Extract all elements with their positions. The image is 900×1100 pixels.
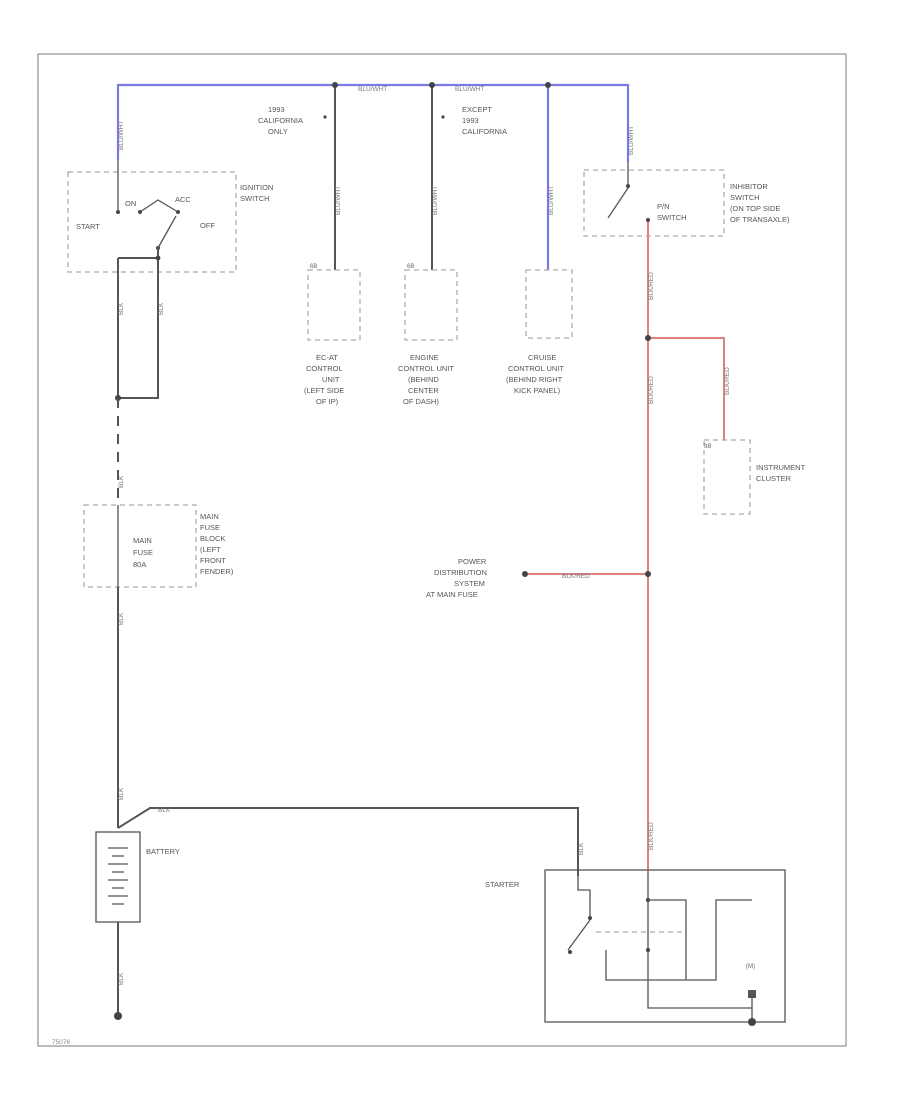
figure-id: 75076: [52, 1039, 70, 1046]
wire-label-red-1: BLK/RED: [648, 272, 655, 300]
wire-label-ecat: BLU/WHT: [335, 186, 342, 215]
wire-label-ign-out-2: BLK: [158, 302, 165, 315]
svg-text:(BEHIND: (BEHIND: [408, 375, 439, 384]
svg-text:1993: 1993: [462, 116, 479, 125]
wire-label-top-bus: BLU/WHT: [358, 86, 387, 93]
svg-text:DISTRIBUTION: DISTRIBUTION: [434, 568, 487, 577]
svg-text:ACC: ACC: [175, 195, 191, 204]
svg-text:CONTROL UNIT: CONTROL UNIT: [508, 364, 564, 373]
svg-text:EXCEPT: EXCEPT: [462, 105, 492, 114]
svg-text:FENDER): FENDER): [200, 567, 234, 576]
svg-text:BATTERY: BATTERY: [146, 847, 180, 856]
svg-text:CLUSTER: CLUSTER: [756, 474, 792, 483]
cruise-control-unit: CRUISE CONTROL UNIT (BEHIND RIGHT KICK P…: [506, 269, 573, 395]
starter: STARTER (M): [485, 869, 786, 1026]
power-distribution-label: POWER DISTRIBUTION SYSTEM AT MAIN FUSE: [426, 557, 487, 599]
svg-text:EC-AT: EC-AT: [316, 353, 338, 362]
wire-label-red-cluster: BLK/RED: [724, 367, 731, 395]
wire-label-inhibitor-in: BLU/WHT: [628, 126, 635, 155]
svg-text:CALIFORNIA: CALIFORNIA: [258, 116, 303, 125]
note-except-california: EXCEPT 1993 CALIFORNIA: [441, 105, 507, 136]
svg-text:CALIFORNIA: CALIFORNIA: [462, 127, 507, 136]
svg-text:FRONT: FRONT: [200, 556, 226, 565]
svg-text:SWITCH: SWITCH: [657, 213, 687, 222]
note-california-only: 1993 CALIFORNIA ONLY: [258, 105, 327, 136]
svg-text:OF DASH): OF DASH): [403, 397, 439, 406]
red-wire-network: [528, 222, 725, 872]
blue-wire-network: [116, 83, 630, 270]
ignition-switch: START ON ACC OFF IGNITION SWITCH: [67, 160, 273, 273]
svg-text:START: START: [76, 222, 100, 231]
svg-text:ONLY: ONLY: [268, 127, 288, 136]
svg-text:OF TRANSAXLE): OF TRANSAXLE): [730, 215, 790, 224]
wire-label-red-2: BLK/RED: [648, 376, 655, 404]
svg-text:CRUISE: CRUISE: [528, 353, 556, 362]
wire-label-red-starter: BLK/RED: [648, 822, 655, 850]
svg-text:ENGINE: ENGINE: [410, 353, 439, 362]
starter-ground-icon: [748, 1018, 756, 1026]
wire-label-cruise: BLU/WHT: [548, 186, 555, 215]
svg-text:CONTROL UNIT: CONTROL UNIT: [398, 364, 454, 373]
svg-text:INHIBITOR: INHIBITOR: [730, 182, 768, 191]
svg-text:UNIT: UNIT: [322, 375, 340, 384]
instrument-cluster: 9B INSTRUMENT CLUSTER: [703, 439, 806, 515]
svg-text:CENTER: CENTER: [408, 386, 439, 395]
wire-label-starter-in: BLK: [578, 842, 585, 855]
svg-text:(LEFT: (LEFT: [200, 545, 221, 554]
svg-text:(ON TOP SIDE: (ON TOP SIDE: [730, 204, 780, 213]
battery-ground-icon: [114, 1012, 122, 1020]
svg-text:OFF: OFF: [200, 221, 215, 230]
inhibitor-switch: P/N SWITCH INHIBITOR SWITCH (ON TOP SIDE…: [583, 162, 790, 237]
svg-text:FUSE: FUSE: [200, 523, 220, 532]
wire-label-ign-out-1: BLK: [118, 302, 125, 315]
svg-text:MAIN: MAIN: [133, 536, 152, 545]
svg-text:(BEHIND RIGHT: (BEHIND RIGHT: [506, 375, 563, 384]
svg-text:(LEFT SIDE: (LEFT SIDE: [304, 386, 344, 395]
svg-text:ON: ON: [125, 199, 136, 208]
svg-text:BLOCK: BLOCK: [200, 534, 225, 543]
svg-text:SWITCH: SWITCH: [730, 193, 760, 202]
engine-control-unit: 6B ENGINE CONTROL UNIT (BEHIND CENTER OF…: [398, 264, 458, 406]
svg-text:IGNITION: IGNITION: [240, 183, 273, 192]
wire-label-ecu: BLU/WHT: [432, 186, 439, 215]
svg-text:STARTER: STARTER: [485, 880, 520, 889]
svg-text:OF IP): OF IP): [316, 397, 339, 406]
svg-text:POWER: POWER: [458, 557, 487, 566]
wire-label-batt-to-starter: BLK: [158, 807, 171, 814]
svg-text:INSTRUMENT: INSTRUMENT: [756, 463, 806, 472]
svg-text:9B: 9B: [704, 444, 711, 450]
svg-text:CONTROL: CONTROL: [306, 364, 343, 373]
svg-text:P/N: P/N: [657, 202, 670, 211]
svg-text:1993: 1993: [268, 105, 285, 114]
svg-text:FUSE: FUSE: [133, 548, 153, 557]
wire-label-red-pdist: BLK/RED: [562, 573, 590, 580]
main-fuse-block: MAIN FUSE 80A MAIN FUSE BLOCK (LEFT FRON…: [83, 504, 234, 588]
svg-text:KICK PANEL): KICK PANEL): [514, 386, 561, 395]
wire-label-fuse-to-batt: BLK: [118, 612, 125, 625]
diagram-frame: [37, 53, 847, 1047]
wire-label-left-riser: BLU/WHT: [118, 121, 125, 150]
svg-text:AT MAIN FUSE: AT MAIN FUSE: [426, 590, 478, 599]
svg-text:MAIN: MAIN: [200, 512, 219, 521]
wire-label-batt-pos: BLK: [118, 787, 125, 800]
svg-text:SWITCH: SWITCH: [240, 194, 270, 203]
wire-label-batt-gnd: BLK: [118, 972, 125, 985]
svg-text:80A: 80A: [133, 560, 146, 569]
svg-text:6B: 6B: [310, 264, 317, 270]
battery: BATTERY: [95, 807, 579, 923]
motor-icon: (M): [746, 964, 755, 970]
ecat-control-unit: 6B EC-AT CONTROL UNIT (LEFT SIDE OF IP): [304, 264, 361, 406]
black-top-drops: [334, 85, 433, 270]
wire-label-to-fuse: BLK: [118, 475, 125, 488]
wire-ign-out-1: [118, 248, 159, 399]
wire-label-top-bus-2: BLU/WHT: [455, 86, 484, 93]
svg-text:6B: 6B: [407, 264, 414, 270]
svg-text:SYSTEM: SYSTEM: [454, 579, 485, 588]
